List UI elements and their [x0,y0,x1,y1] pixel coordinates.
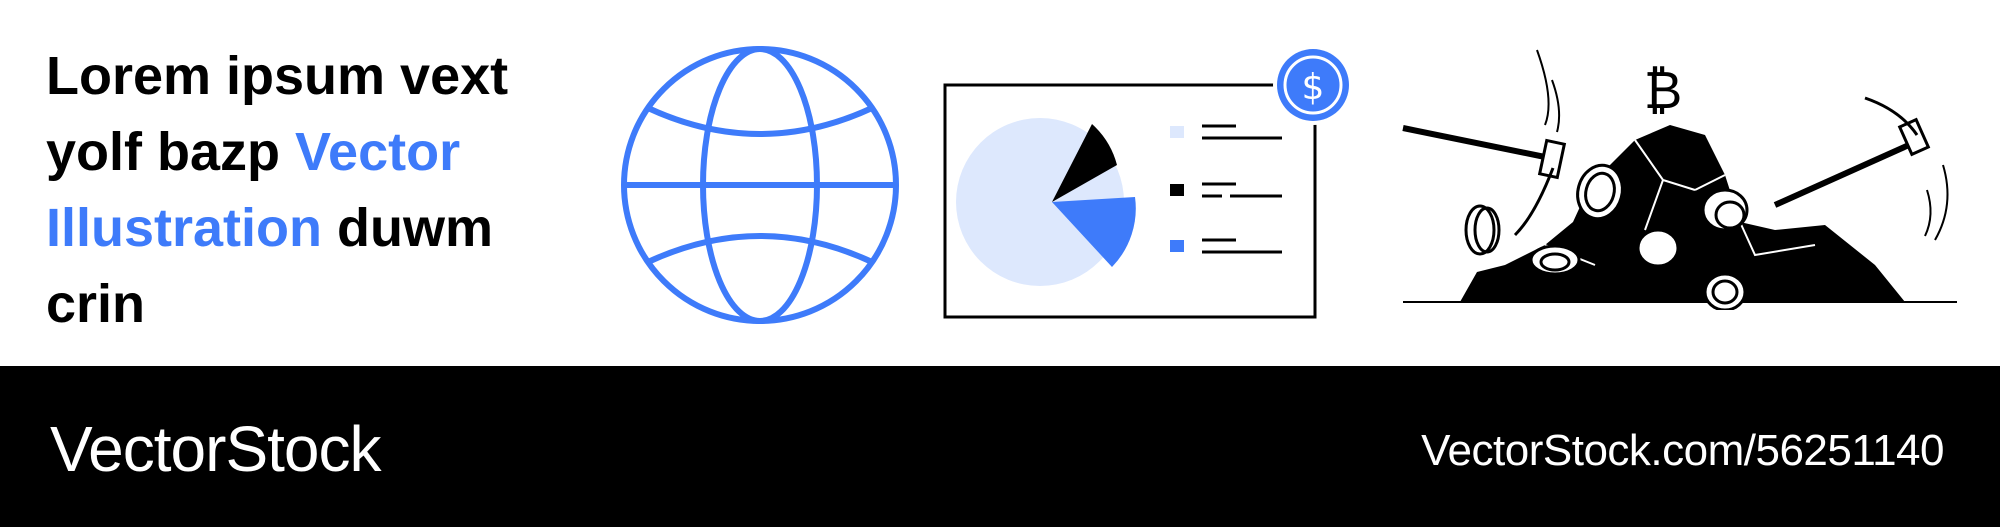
banner: Lorem ipsum vext yolf bazp Vector Illust… [46,38,1957,342]
pie-chart-report-icon: $ [943,45,1353,319]
headline: Lorem ipsum vext yolf bazp Vector Illust… [46,38,606,342]
headline-accent: Vector Illustration [46,122,461,258]
vectorstock-logo: VectorStock [50,413,381,485]
dollar-symbol: $ [1302,67,1325,108]
headline-part2: duwm crin [46,198,494,334]
crypto-mining-icon: ₿ [1402,49,1957,310]
headline-part1: Lorem ipsum vext yolf bazp [46,46,509,182]
bitcoin-symbol: ₿ [1644,61,1683,121]
image-url: VectorStock.com/56251140 [1421,426,1944,475]
dollar-coin-icon: $ [1273,45,1353,125]
globe-icon [621,46,899,324]
footer-bar: VectorStock VectorStock.com/56251140 [0,366,2000,527]
